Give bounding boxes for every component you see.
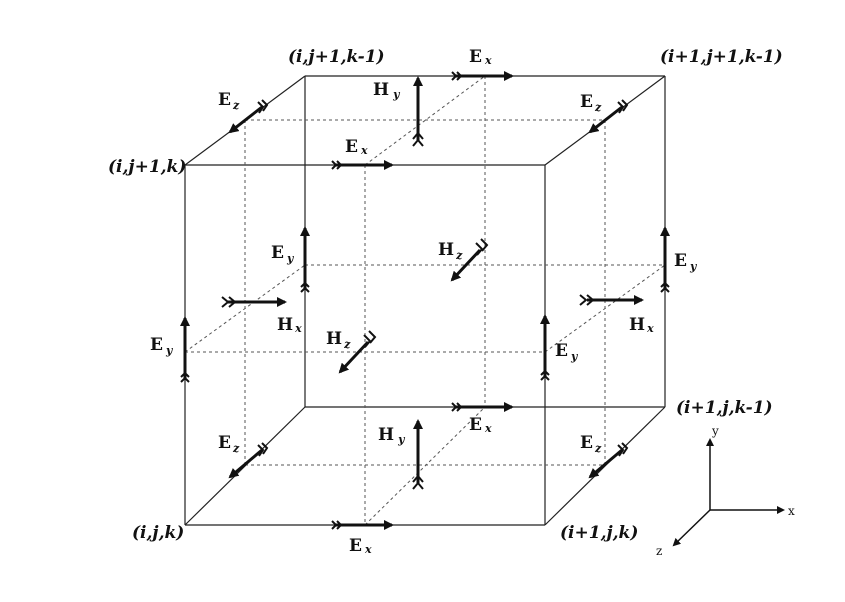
hz-vector-front xyxy=(338,330,377,374)
node-label-i-j1-km1: (i,j+1,k-1) xyxy=(288,47,385,67)
ez-vector-top-right xyxy=(588,99,629,134)
node-label-i1-j-km1: (i+1,j,k-1) xyxy=(676,398,773,418)
axis-label-y: y xyxy=(711,424,719,438)
ex-vector-bottom-back xyxy=(451,402,514,412)
node-label-i1-j1-km1: (i+1,j+1,k-1) xyxy=(660,47,783,67)
ex-vector-bottom-front xyxy=(331,520,394,530)
ey-vector-right-back xyxy=(660,226,670,293)
axis-label-x: x xyxy=(788,504,795,518)
node-label-i1-j-k: (i+1,j,k) xyxy=(560,523,638,543)
axis-label-z: z xyxy=(656,544,662,558)
hz-vector-back xyxy=(450,238,489,282)
ey-vector-left-front xyxy=(180,316,190,383)
ey-vector-left-back xyxy=(300,226,310,293)
ez-vector-top-left xyxy=(228,99,269,134)
hx-vector-left xyxy=(221,296,287,308)
node-label-i-j-k: (i,j,k) xyxy=(132,523,184,543)
ey-vector-right-front xyxy=(540,314,550,381)
hx-vector-right xyxy=(579,294,644,306)
hy-vector-top xyxy=(412,76,424,147)
ez-vector-bottom-left xyxy=(228,442,269,479)
ex-vector-top-back xyxy=(451,71,514,81)
hy-vector-bottom xyxy=(412,419,424,490)
cube-mid-dashed-lines xyxy=(184,75,666,526)
ex-vector-top-front xyxy=(331,160,394,170)
ez-vector-bottom-right xyxy=(588,442,629,479)
node-label-i-j1-k: (i,j+1,k) xyxy=(108,157,186,177)
coordinate-axes: y x z xyxy=(656,424,795,558)
